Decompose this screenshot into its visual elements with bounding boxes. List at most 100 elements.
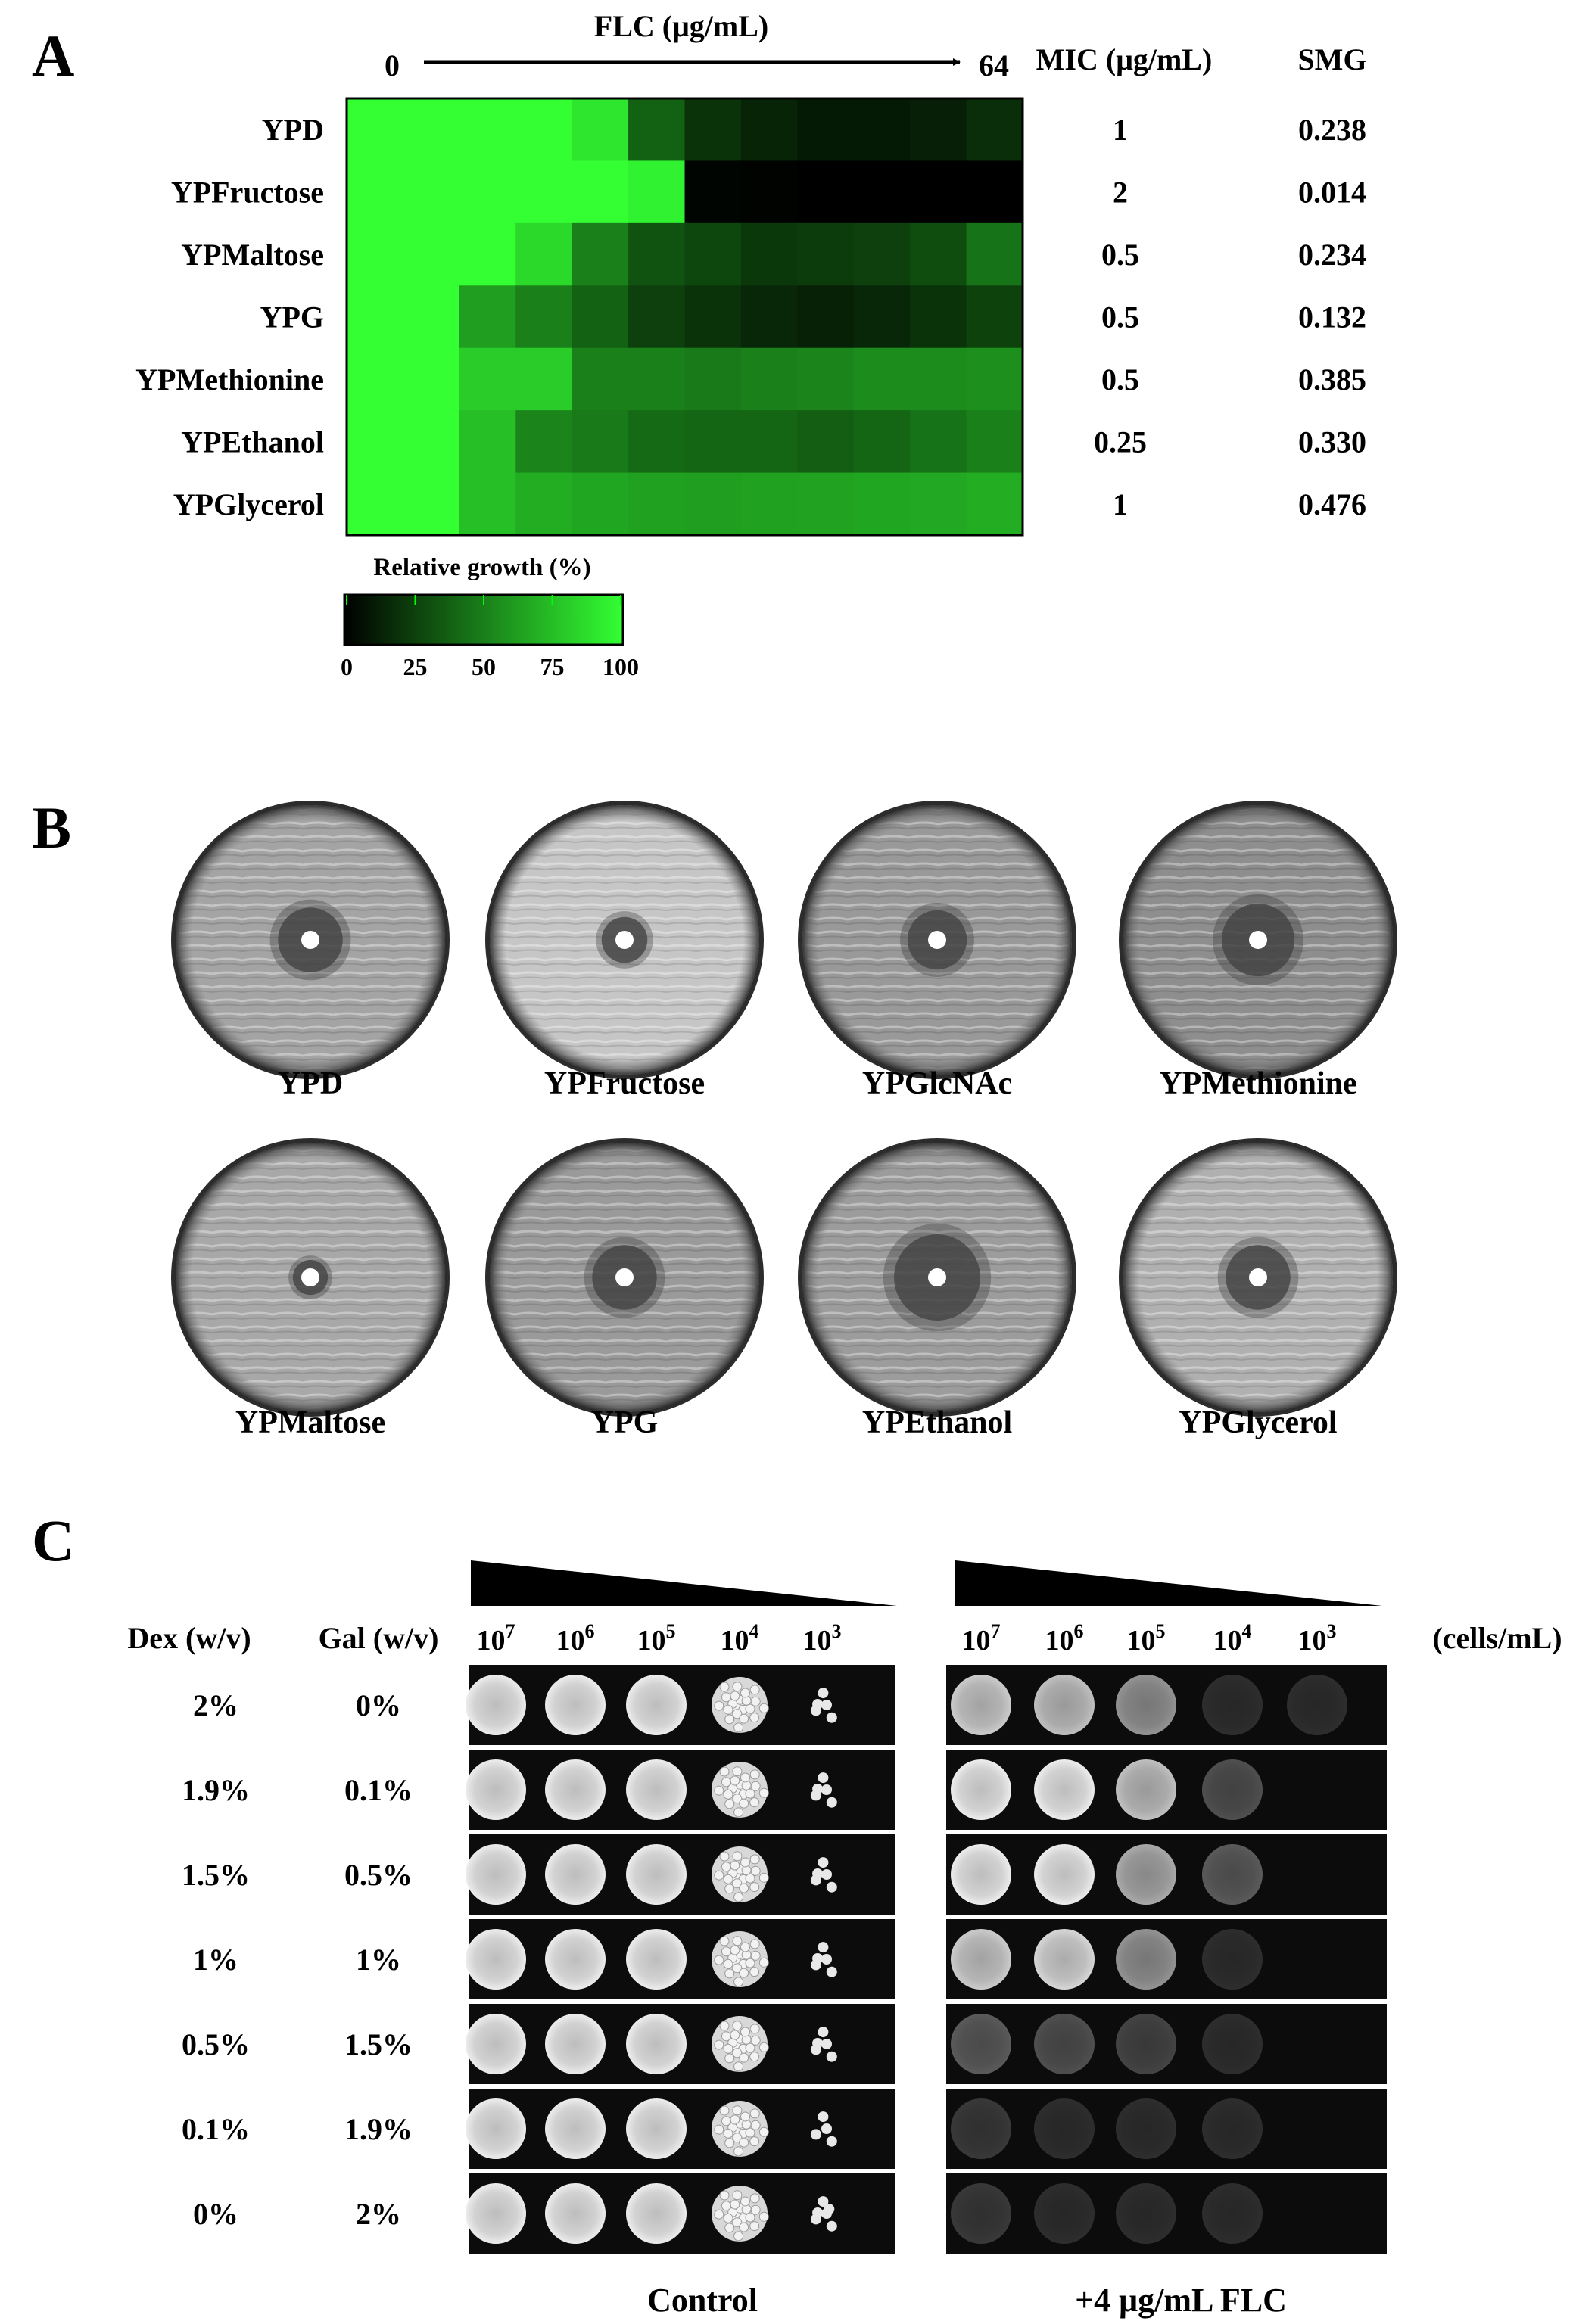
confluent-spot xyxy=(1202,1929,1263,1990)
single-colony xyxy=(740,1688,750,1698)
single-colony xyxy=(749,2221,760,2232)
confluent-spot xyxy=(1202,2098,1263,2159)
heatmap-cell xyxy=(628,98,686,162)
yeast-spot xyxy=(626,1844,687,1905)
single-colony xyxy=(818,1772,829,1784)
yeast-spot xyxy=(545,1759,606,1820)
single-colony xyxy=(824,2204,835,2215)
heatmap-cell xyxy=(684,285,742,349)
heatmap-cell xyxy=(459,285,516,349)
heatmap-cell xyxy=(966,472,1023,536)
single-colony xyxy=(749,1939,760,1949)
yeast-spot xyxy=(1287,1675,1347,1735)
confluent-spot xyxy=(951,1844,1011,1905)
single-colony xyxy=(739,2222,749,2232)
yeast-spot xyxy=(1034,1929,1095,1990)
single-colony xyxy=(721,1946,731,1957)
confluent-spot xyxy=(1034,1844,1095,1905)
single-colony xyxy=(732,1794,743,1804)
dilution-wedge-flc xyxy=(955,1560,1382,1606)
heatmap-cell xyxy=(684,98,742,162)
single-colony xyxy=(723,2213,733,2223)
single-colony xyxy=(724,2053,735,2064)
single-colony xyxy=(732,2217,743,2228)
yeast-spot xyxy=(1116,2098,1176,2159)
cell-density-label: 107 xyxy=(962,1620,1001,1657)
heatmap-cell xyxy=(966,98,1023,162)
single-colony xyxy=(721,2031,731,2042)
antifungal-disk xyxy=(928,931,946,949)
single-colony xyxy=(724,2138,735,2148)
yeast-spot xyxy=(1202,2014,1263,2074)
yeast-spot xyxy=(545,1929,606,1990)
yeast-spot xyxy=(810,1942,837,1977)
yeast-spot xyxy=(1202,1759,1263,1820)
single-colony xyxy=(750,1950,761,1961)
density-exponent: 4 xyxy=(1242,1620,1252,1642)
heatmap-cell xyxy=(740,410,798,474)
yeast-spot xyxy=(810,2196,837,2232)
heatmap-cell xyxy=(910,222,967,286)
heatmap-cell xyxy=(515,98,573,162)
single-colony xyxy=(732,1963,743,1974)
single-colony xyxy=(723,1874,733,1884)
yeast-spot xyxy=(1034,2098,1095,2159)
dex-concentration: 1.5% xyxy=(182,1858,250,1892)
antifungal-disk xyxy=(301,931,319,949)
dilution-wedge-control xyxy=(471,1560,897,1606)
single-colony xyxy=(750,2204,761,2215)
heatmap-cell xyxy=(628,160,686,224)
confluent-spot xyxy=(545,2014,606,2074)
confluent-spot xyxy=(1116,2098,1176,2159)
heatmap-cell xyxy=(459,160,516,224)
single-colony xyxy=(740,1942,750,1952)
dex-concentration: 0.5% xyxy=(182,2027,250,2061)
single-colony xyxy=(714,2124,724,2135)
heatmap-row-label: YPMaltose xyxy=(181,238,324,272)
single-colony xyxy=(732,1709,743,1719)
heatmap-cell xyxy=(853,160,911,224)
yeast-spot xyxy=(1202,1675,1263,1735)
heatmap-cell xyxy=(403,472,460,536)
heatmap-cell xyxy=(347,160,404,224)
confluent-spot xyxy=(626,1675,687,1735)
yeast-spot xyxy=(810,1857,837,1893)
single-colony xyxy=(733,1807,744,1818)
yeast-spot xyxy=(712,1846,769,1902)
confluent-spot xyxy=(466,1844,526,1905)
smg-value: 0.385 xyxy=(1298,362,1366,397)
single-colony xyxy=(719,2190,730,2201)
single-colony xyxy=(749,1967,760,1977)
yeast-spot xyxy=(951,2183,1011,2244)
heatmap-cell xyxy=(910,347,967,411)
single-colony xyxy=(721,1777,731,1787)
colorbar-tick-label: 50 xyxy=(472,653,496,680)
yeast-spot xyxy=(545,1675,606,1735)
single-colony xyxy=(724,1884,735,1894)
single-colony xyxy=(826,1797,837,1808)
confluent-spot xyxy=(1034,1759,1095,1820)
single-colony xyxy=(745,1703,755,1714)
single-colony xyxy=(745,1958,755,1968)
single-colony xyxy=(812,1699,824,1710)
dex-header: Dex (w/v) xyxy=(127,1621,251,1655)
confluent-spot xyxy=(466,2098,526,2159)
yeast-spot xyxy=(1034,2183,1095,2244)
single-colony xyxy=(821,2123,832,2134)
single-colony xyxy=(723,2043,733,2054)
single-colony xyxy=(812,2207,824,2218)
density-exponent: 5 xyxy=(1156,1620,1166,1642)
yeast-spot xyxy=(1034,1675,1095,1735)
heatmap-row-label: YPFructose xyxy=(171,176,324,210)
heatmap-cell xyxy=(797,222,855,286)
heatmap-cell xyxy=(684,410,742,474)
heatmap-cell xyxy=(515,472,573,536)
single-colony xyxy=(818,1942,829,1953)
single-colony xyxy=(714,1955,724,1965)
yeast-spot xyxy=(1202,2183,1263,2244)
single-colony xyxy=(818,1857,829,1868)
yeast-spot xyxy=(810,2027,837,2062)
confluent-spot xyxy=(626,2098,687,2159)
